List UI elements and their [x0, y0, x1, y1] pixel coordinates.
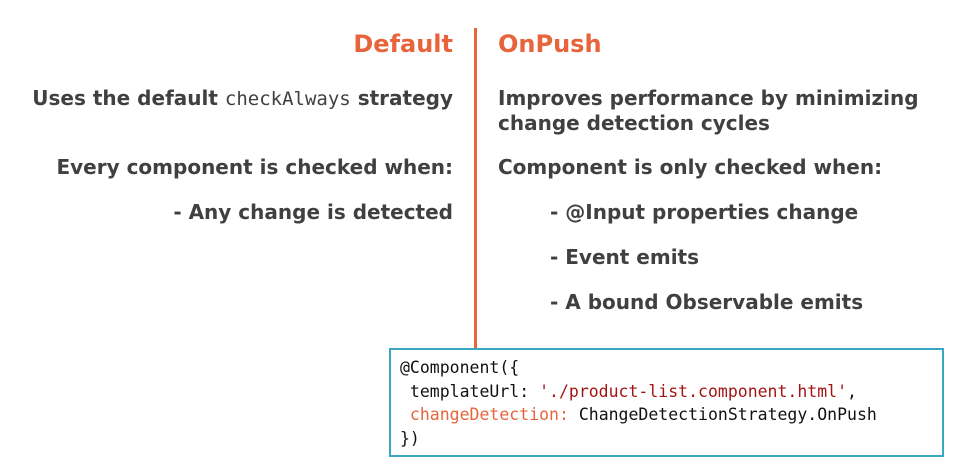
onpush-improves-line-1: Improves performance by minimizing	[498, 86, 919, 110]
code-line-1: @Component({	[400, 358, 520, 377]
default-bullet: - Any change is detected	[173, 200, 453, 224]
strategy-prefix: Uses the default	[32, 86, 225, 110]
code-snippet: @Component({ templateUrl: './product-lis…	[389, 348, 944, 457]
onpush-bullet-observable: - A bound Observable emits	[550, 290, 864, 314]
default-heading: Default	[353, 30, 453, 58]
code-line-2-end: ,	[847, 381, 857, 401]
default-checked-when: Every component is checked when:	[56, 155, 453, 179]
strategy-suffix: strategy	[350, 86, 453, 110]
code-change-detection-key: changeDetection:	[400, 405, 569, 424]
onpush-bullet-input: - @Input properties change	[550, 200, 859, 224]
strategy-code: checkAlways	[224, 88, 351, 110]
onpush-checked-when: Component is only checked when:	[498, 155, 883, 179]
code-line-2: templateUrl: './product-list.component.h…	[400, 380, 942, 404]
code-template-value: './product-list.component.html'	[539, 381, 848, 401]
default-strategy-text: Uses the default checkAlways strategy	[32, 86, 453, 112]
onpush-improves-line-2: change detection cycles	[498, 111, 770, 135]
column-divider	[474, 28, 477, 348]
code-change-detection-value: ChangeDetectionStrategy.OnPush	[568, 405, 877, 424]
code-line-4: })	[400, 428, 420, 448]
code-template-key: templateUrl:	[400, 381, 540, 401]
code-line-3: changeDetection: ChangeDetectionStrategy…	[400, 403, 942, 427]
onpush-bullet-event: - Event emits	[550, 245, 700, 269]
onpush-heading: OnPush	[498, 30, 602, 58]
